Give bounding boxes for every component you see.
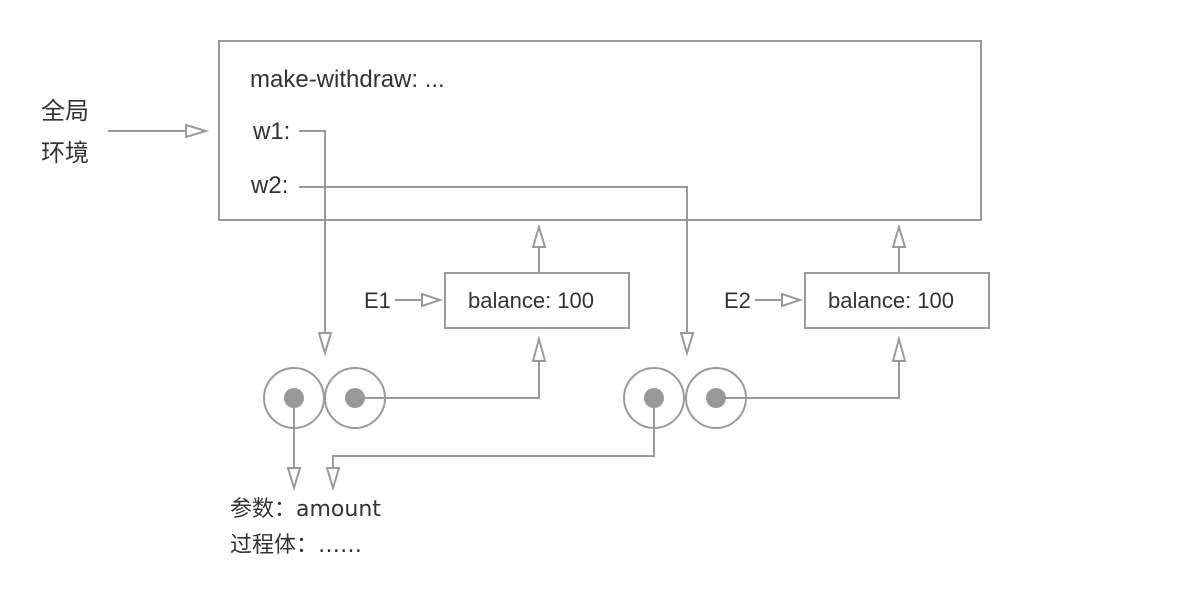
w2-arrowhead <box>679 332 695 357</box>
e2-arrowhead <box>781 292 804 308</box>
proc2-env-arrowhead <box>891 335 907 362</box>
proc2-env-circle <box>685 367 747 429</box>
proc1-env-dot <box>345 388 365 408</box>
global-env-label-line1: 全局 <box>41 97 89 125</box>
binding-make-withdraw: make-withdraw: ... <box>250 66 445 93</box>
frame-e2-label: E2 <box>724 288 751 313</box>
procedure-body: 过程体：…… <box>230 533 363 558</box>
frame-e2-box <box>804 272 990 329</box>
proc1-code-arrowhead <box>286 467 302 492</box>
proc2-code-arrowhead <box>325 467 341 492</box>
proc1-env-arrowhead <box>531 335 547 362</box>
procedure-params: 参数：amount <box>230 497 381 522</box>
e1-to-global-arrowhead <box>531 223 547 248</box>
e1-arrowhead <box>421 292 444 308</box>
proc2-code-dot <box>644 388 664 408</box>
binding-w1: w1: <box>253 118 291 145</box>
e2-to-global-arrowhead <box>891 223 907 248</box>
global-env-box <box>218 40 982 221</box>
frame-e1-label: E1 <box>364 288 391 313</box>
proc2-env-line <box>716 361 900 399</box>
w1-binding-line <box>299 130 326 333</box>
frame-e1-content: balance: 100 <box>468 288 594 313</box>
proc1-env-line <box>355 361 540 399</box>
proc1-code-dot <box>284 388 304 408</box>
global-env-arrowhead <box>185 123 210 139</box>
proc2-env-dot <box>706 388 726 408</box>
binding-w2: w2: <box>251 172 289 199</box>
proc2-code-circle <box>623 367 685 429</box>
proc1-env-circle <box>324 367 386 429</box>
frame-e2-content: balance: 100 <box>828 288 954 313</box>
w2-binding-line <box>299 186 688 333</box>
proc2-code-line <box>332 398 655 468</box>
w1-arrowhead <box>317 332 333 357</box>
global-env-label-line2: 环境 <box>41 139 89 167</box>
frame-e1-box <box>444 272 630 329</box>
